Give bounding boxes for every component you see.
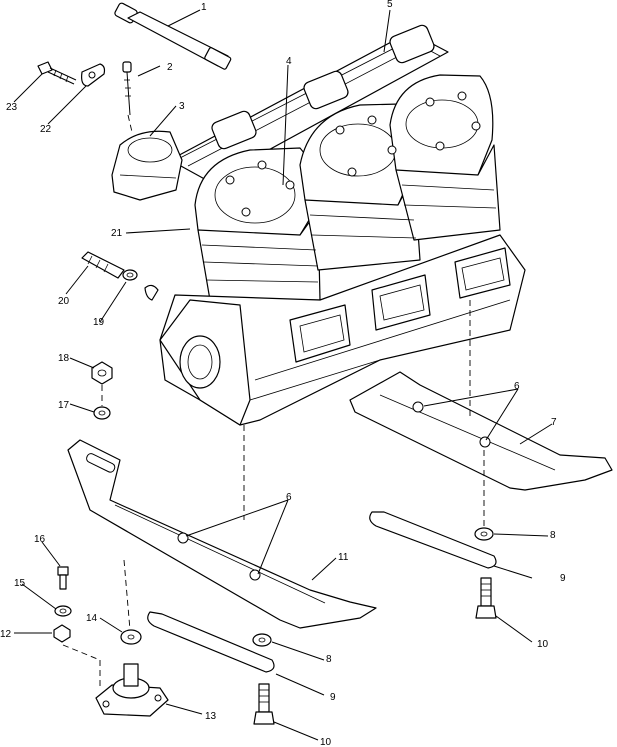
part-1-long-bolt bbox=[114, 2, 232, 70]
part-18-nut bbox=[91, 361, 113, 385]
part-8-washer-left bbox=[252, 633, 272, 647]
label-9-left: 9 bbox=[330, 692, 336, 703]
part-9-shim-left bbox=[147, 611, 275, 673]
label-9-right: 9 bbox=[560, 573, 566, 584]
label-3: 3 bbox=[179, 101, 185, 112]
label-13: 13 bbox=[205, 711, 217, 722]
label-8-right: 8 bbox=[550, 530, 556, 541]
label-16: 16 bbox=[34, 534, 46, 545]
part-23-bolt bbox=[37, 61, 77, 85]
label-4: 4 bbox=[286, 56, 292, 67]
part-9-shim-right bbox=[369, 511, 497, 569]
callout-labels: 1 2 3 4 5 6 6 7 8 8 9 9 10 10 11 12 13 1… bbox=[0, 0, 566, 747]
label-19: 19 bbox=[93, 317, 105, 328]
label-21: 21 bbox=[111, 228, 123, 239]
label-10-left: 10 bbox=[320, 737, 332, 747]
cylinder-heads bbox=[194, 74, 494, 241]
part-14-washer bbox=[120, 629, 142, 645]
part-3-housing bbox=[111, 130, 183, 201]
part-2-small-bolt bbox=[122, 61, 133, 133]
label-11: 11 bbox=[338, 552, 349, 563]
part-16-bolt bbox=[57, 566, 69, 590]
label-15: 15 bbox=[14, 578, 26, 589]
part-20-stud bbox=[81, 251, 125, 279]
part-19-washer bbox=[122, 269, 159, 301]
label-12: 12 bbox=[0, 629, 12, 640]
label-1: 1 bbox=[201, 2, 207, 13]
label-6-front: 6 bbox=[286, 492, 292, 503]
label-5: 5 bbox=[387, 0, 393, 10]
label-17: 17 bbox=[58, 400, 70, 411]
leader-lines bbox=[13, 9, 553, 741]
part-12-nut bbox=[53, 624, 71, 643]
part-17-washer bbox=[93, 406, 111, 420]
part-7-rear-bracket bbox=[349, 371, 613, 491]
label-7: 7 bbox=[551, 417, 557, 428]
part-13-rubber-mount bbox=[95, 663, 169, 717]
part-11-front-bracket bbox=[67, 439, 377, 629]
alignment-lines bbox=[62, 300, 485, 690]
label-23: 23 bbox=[6, 102, 18, 113]
part-8-washer-right bbox=[474, 527, 494, 541]
label-10-right: 10 bbox=[537, 639, 549, 650]
label-22: 22 bbox=[40, 124, 52, 135]
label-6-rear: 6 bbox=[514, 381, 520, 392]
part-15-washer bbox=[54, 605, 72, 617]
crankcase bbox=[159, 234, 526, 426]
label-2: 2 bbox=[167, 62, 173, 73]
part-5-manifold bbox=[169, 24, 449, 183]
part-10-bolt-left bbox=[253, 683, 275, 725]
cylinder-bodies bbox=[197, 144, 501, 301]
part-22-clip bbox=[81, 63, 106, 87]
label-20: 20 bbox=[58, 296, 70, 307]
part-10-bolt-right bbox=[475, 577, 497, 619]
label-8-left: 8 bbox=[326, 654, 332, 665]
label-14: 14 bbox=[86, 613, 98, 624]
label-18: 18 bbox=[58, 353, 70, 364]
